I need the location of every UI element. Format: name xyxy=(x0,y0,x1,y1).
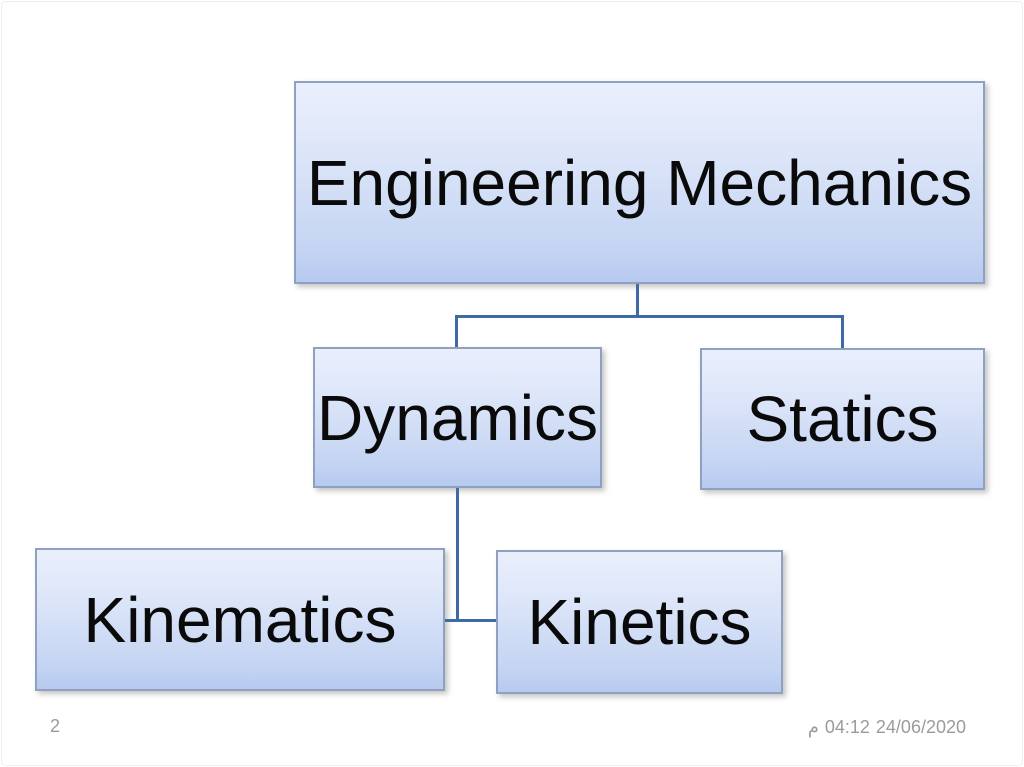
slide-page-number: 2 xyxy=(50,716,61,736)
node-kinematics: Kinematics xyxy=(35,548,445,691)
connector-level2-horizontal xyxy=(445,619,497,622)
datetime-time: 04:12 xyxy=(824,717,870,737)
connector-root-stub xyxy=(636,284,639,318)
node-dynamics-label: Dynamics xyxy=(317,381,598,454)
node-kinetics-label: Kinetics xyxy=(527,586,752,658)
node-kinetics: Kinetics xyxy=(496,550,783,694)
connector-dynamics-stub xyxy=(456,488,459,621)
datetime-date: 24/06/2020 xyxy=(875,717,966,737)
connector-level1-horizontal xyxy=(455,315,844,318)
node-statics-label: Statics xyxy=(746,383,939,455)
node-engineering-mechanics: Engineering Mechanics xyxy=(294,81,985,284)
node-engineering-mechanics-label: Engineering Mechanics xyxy=(306,146,973,219)
connector-drop-to-dynamics xyxy=(455,315,458,348)
connector-drop-to-statics xyxy=(841,315,844,349)
node-statics: Statics xyxy=(700,348,985,490)
node-kinematics-label: Kinematics xyxy=(83,583,397,656)
node-dynamics: Dynamics xyxy=(313,347,602,488)
slide-datetime: م 04:12 24/06/2020 xyxy=(808,717,966,738)
datetime-am-pm-marker: م xyxy=(807,717,819,737)
